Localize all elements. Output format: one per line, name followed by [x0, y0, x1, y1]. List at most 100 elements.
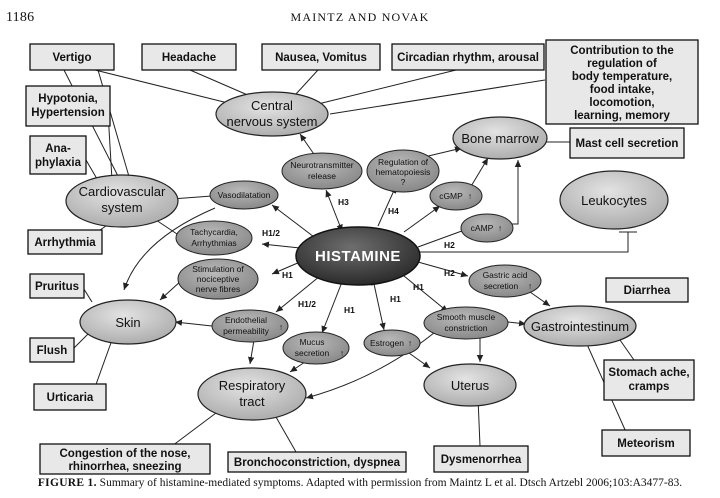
symptom-dysmenorrhea: Dysmenorrhea: [433, 445, 529, 473]
receptor-h1-2-endo: H1/2: [298, 299, 316, 309]
svg-text:food intake,: food intake,: [590, 84, 655, 96]
symptom-stomach: Stomach ache, cramps: [603, 359, 695, 401]
symptom-contribution: Contribution to the regulation of body t…: [545, 39, 699, 125]
organ-cns: Central nervous system: [215, 91, 329, 137]
svg-text:Regulation of: Regulation of: [378, 157, 429, 167]
svg-text:Circadian rhythm, arousal: Circadian rhythm, arousal: [397, 52, 539, 64]
svg-text:cGMP: cGMP: [439, 191, 463, 201]
svg-text:Bronchoconstriction, dyspnea: Bronchoconstriction, dyspnea: [234, 457, 401, 469]
svg-text:Diarrhea: Diarrhea: [624, 285, 671, 297]
symptom-vertigo: Vertigo: [29, 43, 115, 71]
organ-nodes: Central nervous system Bone marrow Leuko…: [65, 91, 669, 421]
svg-text:Pruritus: Pruritus: [35, 281, 79, 293]
receptor-h1-2-tachy: H1/2: [262, 228, 280, 238]
mech-mucus: Mucus secretion ↑: [282, 331, 350, 365]
mech-endothelial: Endothelial permeability ↑: [211, 309, 289, 343]
mech-gastric-acid: Gastric acid secretion ↑: [468, 264, 542, 298]
symptom-headache: Headache: [141, 43, 237, 71]
svg-text:permeability: permeability: [223, 326, 270, 336]
edge-hist-tachy: [261, 241, 301, 249]
edge-hist-neuro: [325, 189, 343, 232]
svg-text:Stimulation of: Stimulation of: [192, 264, 244, 274]
symptom-anaphylaxia: Ana- phylaxia: [29, 135, 87, 175]
svg-text:nervous system: nervous system: [226, 114, 317, 129]
symptom-circadian: Circadian rhythm, arousal: [391, 43, 545, 71]
symptom-hypotonia: Hypotonia, Hypertension: [25, 85, 111, 127]
edge-hist-smooth: [403, 275, 449, 313]
symptom-diarrhea: Diarrhea: [605, 277, 689, 303]
svg-text:hematopoiesis: hematopoiesis: [376, 167, 431, 177]
edge-resp-congestion: [171, 409, 221, 447]
figure-caption: FIGURE 1. Summary of histamine-mediated …: [8, 477, 712, 489]
mech-estrogen: Estrogen ↑: [363, 329, 421, 357]
svg-text:HISTAMINE: HISTAMINE: [315, 248, 401, 265]
svg-text:Gastric acid: Gastric acid: [483, 270, 528, 280]
svg-text:Neurotransmitter: Neurotransmitter: [290, 160, 353, 170]
svg-text:Tachycardia,: Tachycardia,: [190, 227, 238, 237]
running-head: MAINTZ AND NOVAK: [290, 10, 430, 24]
edge-cns-contribution: [329, 79, 546, 115]
svg-text:nerve fibres: nerve fibres: [196, 284, 240, 294]
edge-camp-bone: [510, 160, 522, 225]
increase-arrow-icon: ↑: [498, 223, 502, 233]
connector-lines: [63, 69, 637, 453]
edge-endo-resp: [247, 339, 255, 365]
symptom-mast-cell: Mast cell secretion: [569, 127, 685, 159]
symptom-arrhythmia: Arrhythmia: [27, 229, 103, 255]
edge-hist-endo: [275, 275, 321, 313]
increase-arrow-icon: ↑: [408, 338, 412, 348]
svg-text:Respiratory: Respiratory: [219, 378, 286, 393]
symptom-nausea: Nausea, Vomitus: [261, 43, 381, 71]
svg-text:Estrogen: Estrogen: [370, 338, 404, 348]
svg-text:Ana-: Ana-: [45, 143, 71, 155]
svg-text:body temperature,: body temperature,: [572, 71, 672, 83]
svg-text:Vertigo: Vertigo: [53, 52, 92, 64]
symptom-pruritus: Pruritus: [29, 273, 85, 299]
svg-text:secretion: secretion: [295, 348, 330, 358]
svg-text:tract: tract: [239, 394, 265, 409]
svg-text:cAMP: cAMP: [471, 223, 494, 233]
mech-smooth-muscle: Smooth muscle constriction: [423, 306, 509, 340]
figure-label: FIGURE 1.: [37, 477, 97, 489]
svg-text:Vasodilatation: Vasodilatation: [218, 190, 271, 200]
edge-vaso-skin: [123, 207, 216, 291]
receptor-h2-gastric: H2: [444, 268, 455, 278]
svg-text:Uterus: Uterus: [451, 378, 490, 393]
edge-gi-stomach: [619, 339, 635, 361]
svg-text:Central: Central: [251, 98, 293, 113]
svg-text:Meteorism: Meteorism: [617, 438, 675, 450]
svg-text:secretion: secretion: [484, 281, 519, 291]
svg-text:Hypotonia,: Hypotonia,: [38, 93, 97, 105]
svg-text:system: system: [101, 200, 142, 215]
mech-vasodilatation: Vasodilatation: [209, 180, 279, 210]
receptor-h3: H3: [338, 197, 349, 207]
edge-skin-urticaria: [93, 339, 113, 391]
organ-uterus: Uterus: [423, 363, 517, 407]
organ-bone-marrow: Bone marrow: [452, 116, 548, 160]
svg-text:Congestion of the nose,: Congestion of the nose,: [60, 448, 191, 460]
edge-hist-hemato: [377, 185, 397, 227]
organ-respiratory: Respiratory tract: [197, 367, 307, 421]
edge-smooth-resp: [305, 327, 441, 400]
receptor-h1-noci: H1: [282, 270, 293, 280]
edge-cns-headache: [189, 69, 251, 97]
organ-gastrointestinum: Gastrointestinum: [523, 305, 637, 347]
svg-text:nociceptive: nociceptive: [197, 274, 240, 284]
svg-text:Arrhythmias: Arrhythmias: [191, 238, 236, 248]
caption-text: Summary of histamine-mediated symptoms. …: [99, 477, 683, 489]
edge-hist-leukocytes: [418, 232, 629, 253]
edge-cns-vertigo: [94, 69, 233, 105]
edge-hist-gastric: [417, 261, 469, 278]
symptom-broncho: Bronchoconstriction, dyspnea: [227, 451, 407, 473]
svg-text:Mast cell secretion: Mast cell secretion: [576, 138, 679, 150]
svg-text:Smooth muscle: Smooth muscle: [437, 312, 496, 322]
receptor-labels: H3 H4 H1/2 H2 H1 H2 H1 H1/2 H1 H1: [262, 197, 455, 315]
svg-text:Endothelial: Endothelial: [225, 315, 267, 325]
increase-arrow-icon: ↑: [468, 191, 472, 201]
svg-text:Leukocytes: Leukocytes: [581, 193, 647, 208]
organ-skin: Skin: [79, 299, 177, 345]
svg-text:Gastrointestinum: Gastrointestinum: [531, 319, 629, 334]
svg-text:Skin: Skin: [115, 315, 140, 330]
page-number: 1186: [6, 10, 35, 25]
